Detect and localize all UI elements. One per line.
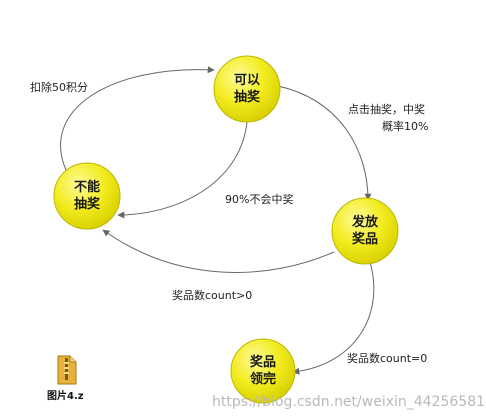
node-cannot-draw: 不能 抽奖 bbox=[53, 162, 121, 230]
node-send-prize-line1: 发放 bbox=[351, 214, 379, 230]
edge-can-to-send bbox=[277, 85, 372, 201]
edge-send-to-received bbox=[292, 261, 375, 375]
edge-can-to-cannot bbox=[117, 121, 248, 219]
edge-cannot-to-can bbox=[60, 66, 215, 171]
watermark-url: https://blog.csdn.net/weixin_44256581 bbox=[212, 394, 485, 410]
file-name[interactable]: 图片4.z bbox=[47, 389, 84, 402]
node-send-prize-line2: 奖品 bbox=[352, 231, 378, 247]
node-send-prize: 发放 奖品 bbox=[331, 197, 399, 265]
edge-send-to-cannot bbox=[102, 229, 335, 273]
edge-label-click-draw-line2: 概率10% bbox=[382, 119, 428, 133]
node-can-draw: 可以 抽奖 bbox=[213, 55, 281, 123]
node-prize-received-line2: 领完 bbox=[250, 371, 276, 387]
zip-file-icon[interactable] bbox=[57, 355, 77, 385]
edge-label-count-zero: 奖品数count=0 bbox=[347, 351, 427, 365]
edge-label-no-win: 90%不会中奖 bbox=[225, 192, 293, 206]
node-cannot-draw-line2: 抽奖 bbox=[74, 196, 101, 212]
edge-label-deduct-points: 扣除50积分 bbox=[30, 80, 88, 94]
edge-label-count-positive: 奖品数count>0 bbox=[172, 288, 252, 302]
edge-label-click-draw-line1: 点击抽奖，中奖 bbox=[348, 102, 425, 116]
node-can-draw-line2: 抽奖 bbox=[234, 89, 261, 105]
node-prize-received: 奖品 领完 bbox=[230, 338, 296, 404]
node-can-draw-line1: 可以 bbox=[234, 73, 260, 88]
node-prize-received-line1: 奖品 bbox=[250, 354, 276, 370]
node-cannot-draw-line1: 不能 bbox=[74, 179, 100, 195]
